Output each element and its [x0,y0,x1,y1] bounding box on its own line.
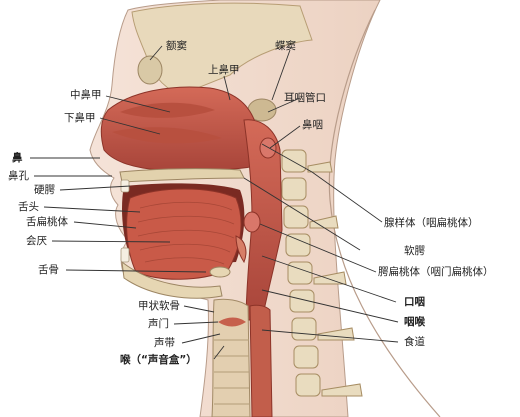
label-thyroid-cartilage: 甲状软骨 [138,299,180,312]
frontal-sinus-shape [138,56,162,84]
label-nasopharynx: 鼻咽 [302,118,323,131]
label-palatine-tonsil: 腭扁桃体（咽门扁桃体） [378,265,494,278]
label-nose: 鼻 [12,151,23,164]
label-lingual-tonsil: 舌扁桃体 [26,215,68,228]
label-oropharynx: 口咽 [404,296,425,308]
label-hyoid: 舌骨 [38,264,59,276]
adenoid-shape [260,138,276,158]
label-epiglottis: 会厌 [26,234,47,247]
label-inferior-turbinate: 下鼻甲 [64,111,96,124]
label-superior-turbinate: 上鼻甲 [208,63,240,76]
label-glottis: 声门 [148,317,169,330]
label-esophagus: 食道 [404,335,425,348]
label-eustachian-opening: 耳咽管口 [284,91,326,104]
label-sphenoid-sinus: 蝶窦 [275,39,296,52]
label-laryngopharynx: 咽喉 [404,315,425,328]
label-middle-turbinate: 中鼻甲 [70,88,102,101]
esophagus-shape [250,305,272,417]
label-larynx: 喉（“声音盒”） [120,353,197,366]
label-frontal-sinus: 额窦 [166,39,187,52]
label-adenoid: 腺样体（咽扁桃体） [384,216,479,229]
hyoid-shape [210,267,230,277]
label-nostril: 鼻孔 [8,169,29,182]
label-hard-palate: 硬腭 [34,184,55,196]
palatine-tonsil-shape [244,212,260,232]
larynx-trachea [212,299,250,417]
label-tongue: 舌头 [18,201,39,213]
label-vocal-cords: 声带 [154,336,175,349]
label-soft-palate: 软腭 [404,244,425,257]
